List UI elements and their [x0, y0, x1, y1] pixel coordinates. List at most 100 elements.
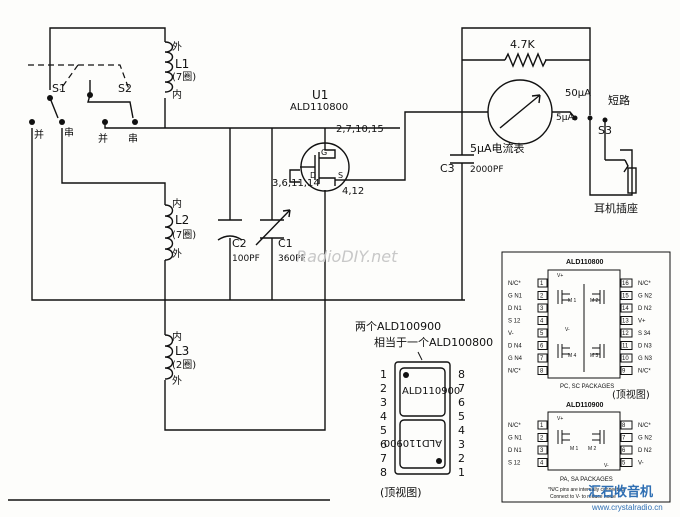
resistor-4k7 — [504, 52, 547, 68]
pin-name-right: N/C* — [638, 423, 651, 429]
pin-box-right — [620, 316, 633, 325]
pin-name-right: D N3 — [638, 344, 652, 350]
label-l3: L3 — [175, 344, 189, 358]
ds1-m2: M 2 — [590, 298, 599, 304]
label-l2-outer: 外 — [172, 248, 182, 260]
pin-name-right: G N3 — [638, 356, 653, 362]
pin-box-right — [620, 366, 633, 375]
ds2-fet-symbols — [557, 430, 605, 444]
label-l1-inner: 内 — [172, 88, 182, 101]
pin-num-right: 7 — [622, 436, 626, 442]
pin-num-left: 4 — [540, 319, 544, 325]
pin-box-right — [620, 433, 633, 442]
ds2-note-1: *N/C pins are internally connected. — [548, 487, 625, 493]
pin-number-right: 1 — [458, 466, 465, 479]
pin-name-left: D N1 — [508, 306, 522, 312]
pin-name-right: G N2 — [638, 436, 653, 442]
pin-num-right: 16 — [622, 281, 629, 287]
pin-box-right — [620, 341, 633, 350]
note-line-1: 两个ALD100900 — [355, 320, 441, 333]
pin-num-left: 3 — [540, 306, 544, 312]
pin-name-right: G N2 — [638, 294, 653, 300]
label-l1-outer: 外 — [172, 41, 182, 53]
pin-name-right: D N2 — [638, 306, 652, 312]
pin-num-right: 15 — [622, 294, 629, 300]
pin-num-right: 6 — [622, 448, 626, 454]
micro-ammeter — [487, 79, 553, 145]
pin-name-right: N/C* — [638, 281, 651, 287]
capacitor-c2 — [217, 219, 243, 241]
ds1-fet-symbols — [557, 284, 605, 372]
pin-box-right — [620, 420, 633, 430]
pin-box-left — [537, 328, 548, 338]
pin-name-left: G N4 — [508, 356, 523, 362]
pin-num-right: 14 — [622, 306, 629, 312]
chip-name-a: ALD110900 — [402, 386, 460, 397]
pin-box-right — [620, 353, 633, 363]
capacitor-c1-variable — [255, 209, 291, 246]
pin-name-right: D N2 — [638, 448, 652, 454]
mosfet-u1 — [300, 142, 350, 192]
label-resistor: 4.7K — [510, 38, 535, 51]
pin-num-right: 5 — [622, 461, 626, 467]
coil-l3 — [164, 334, 174, 380]
pin-num-left: 7 — [540, 356, 544, 362]
label-series-mid: 串 — [128, 133, 138, 145]
label-l1: L1 — [175, 57, 189, 71]
ds1-vplus: V+ — [557, 273, 563, 279]
label-c3-value: 2000PF — [470, 165, 504, 175]
label-source: S — [338, 171, 343, 180]
ds1-m3: M 3 — [590, 353, 599, 359]
pin-num-right: 13 — [622, 319, 629, 325]
pin-box-right — [620, 458, 633, 467]
pin-box-left — [537, 353, 548, 363]
pin-box-left — [537, 458, 548, 467]
pin-number-left: 6 — [380, 438, 387, 451]
pin-num-left: 5 — [540, 331, 544, 337]
label-l3-outer: 外 — [172, 375, 182, 387]
labels-right: C3 2000PF 4.7K 5μA电流表 50μA 5μA 短路 S3 耳机插… — [440, 38, 638, 215]
note-line-2: 相当于一个ALD100800 — [374, 335, 493, 349]
brand-name: 汇石收音机 — [588, 484, 653, 500]
label-gate: G — [321, 148, 327, 157]
pin-box-left — [537, 278, 548, 288]
pin-number-right: 4 — [458, 424, 465, 437]
label-c1-value: 360PF — [278, 254, 306, 264]
chip-name-b: ALD110900 — [384, 437, 442, 448]
pin-number-left: 7 — [380, 452, 387, 465]
pin-number-right: 5 — [458, 410, 465, 423]
label-drain: D — [310, 171, 316, 180]
pin-number-left: 1 — [380, 368, 387, 381]
pin-box-right — [620, 445, 633, 455]
pin-number-left: 2 — [380, 382, 387, 395]
label-u1: U1 — [312, 88, 328, 102]
ds1-m1: M 1 — [568, 298, 577, 304]
pin-box-right — [620, 278, 633, 288]
pin-box-right — [620, 328, 633, 338]
pin-name-left: N/C* — [508, 281, 521, 287]
pin-box-left — [537, 341, 548, 350]
pin-num-left: 3 — [540, 448, 544, 454]
label-top-view-1: (顶视图) — [380, 485, 422, 499]
ds2-title: ALD110900 — [566, 402, 603, 409]
pin-name-left: N/C* — [508, 369, 521, 375]
label-c1: C1 — [278, 237, 293, 250]
pin-num-right: 8 — [622, 423, 626, 429]
ds2-vplus: V+ — [557, 416, 563, 422]
pin-number-right: 3 — [458, 438, 465, 451]
pin-number-right: 2 — [458, 452, 465, 465]
switch-s1-s2 — [28, 64, 138, 129]
label-meter: 5μA电流表 — [470, 141, 525, 155]
pin-name-right: S 34 — [638, 331, 651, 337]
label-s3: S3 — [598, 124, 612, 137]
pin-number-left: 4 — [380, 410, 387, 423]
pin-number-left: 5 — [380, 424, 387, 437]
label-parallel-left: 并 — [34, 128, 44, 141]
label-l3-turns: (2圈) — [172, 359, 196, 371]
label-c2-value: 100PF — [232, 254, 260, 264]
